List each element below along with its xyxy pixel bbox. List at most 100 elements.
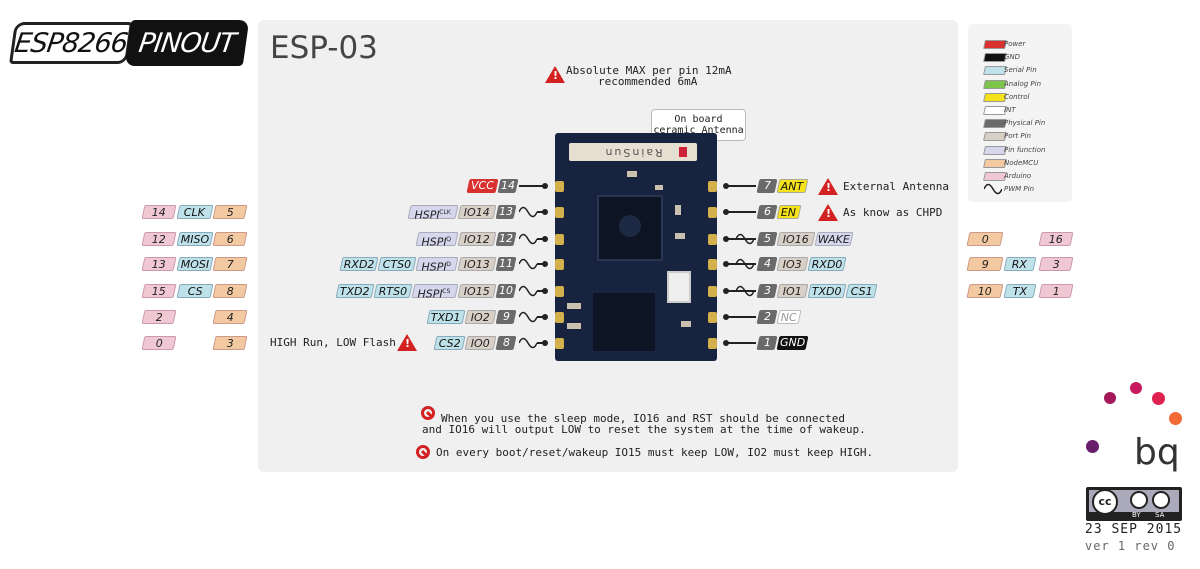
left-tag-11-cts0: CTS0 (377, 257, 417, 271)
right-tag-3-cs1-text: CS1 (850, 285, 873, 298)
left-tag-13-io14: IO14 (457, 205, 497, 219)
right-tag-3-io1: IO1 (776, 284, 809, 298)
left-tag-13-hspi-sup: CLK (438, 209, 452, 216)
antenna-note-line2: ceramic Antenna (653, 125, 744, 136)
physical-pin-10: 10 (495, 284, 517, 298)
smd-5 (567, 303, 581, 309)
left-tag-13-hspi: HSPICLK (407, 205, 459, 222)
cc-license-badge: cc BY SA (1086, 487, 1182, 521)
right-pad-1 (708, 338, 717, 349)
left-tag-11-hspi: HSPID (415, 257, 459, 274)
physical-pin-14-text: 14 (501, 179, 515, 192)
right-tag-7-ant: ANT (776, 179, 809, 193)
left-tag-12-io12: IO12 (457, 232, 497, 246)
warning-icon (818, 204, 838, 221)
left-tag-8-io0-text: IO0 (470, 337, 490, 350)
nodemcu-pin-10: 10 (966, 284, 1004, 298)
right-lead-2 (728, 316, 756, 318)
arduino-pin-2-text: 2 (155, 311, 163, 324)
right-tag-2-nc: NC (776, 310, 802, 324)
nodemcu-pin-6-text: 6 (226, 233, 234, 246)
bq-dot-4 (1169, 412, 1182, 425)
right-pad-6 (708, 207, 717, 218)
smd-4 (675, 233, 685, 239)
physical-pin-14: 14 (497, 179, 519, 193)
physical-pin-10-text: 10 (499, 284, 513, 297)
pwm-icon (519, 258, 537, 270)
physical-pin-6-text: 6 (763, 205, 771, 218)
arduino-pin-14-text: 14 (151, 206, 166, 219)
right-pin-dot-6 (723, 209, 729, 215)
left-tag-11-rxd2: RXD2 (339, 257, 379, 271)
right-tag-2-nc-text: NC (780, 311, 797, 324)
arduino-pin-2: 2 (141, 310, 177, 324)
physical-pin-8: 8 (495, 336, 517, 350)
cc-by-label: BY (1132, 511, 1141, 519)
arduino-pin-12-text: 12 (151, 233, 166, 246)
ceramic-antenna: RainSun (569, 143, 697, 161)
pwm-legend-icon (984, 183, 1002, 195)
left-tag-11-hspi-sup: D (445, 261, 453, 268)
right-pad-3 (708, 286, 717, 297)
right-pin-dot-5 (723, 236, 729, 242)
arduino-pin-1: 1 (1038, 284, 1074, 298)
left-pad-10 (555, 286, 564, 297)
left-lead-10 (537, 290, 543, 292)
max-note-line1: Absolute MAX per pin 12mA (566, 64, 732, 77)
right-tag-6-en-text: EN (781, 206, 797, 219)
left-tag-9-txd1: TXD1 (426, 310, 466, 324)
legend-label-control: Control (1004, 92, 1030, 101)
right-tag-1-gnd-text: GND (779, 336, 806, 349)
crystal (667, 271, 691, 303)
physical-pin-1: 1 (756, 336, 778, 350)
left-tag-14-vcc-text: VCC (471, 179, 494, 192)
arduino-pin-14: 14 (141, 205, 177, 219)
left-tag-10-hspi: HSPICS (411, 284, 459, 301)
bq-dot-3 (1152, 392, 1165, 405)
right-lead-7 (728, 185, 756, 187)
spi-func-miso-text: MISO (180, 233, 209, 246)
right-tag-5-wake-text: WAKE (817, 233, 850, 246)
left-tag-8-io0: IO0 (464, 336, 497, 350)
left-lead-9 (537, 316, 543, 318)
smd-2 (655, 185, 663, 190)
serial-func-rx-text: RX (1012, 258, 1028, 271)
left-tag-13-hspi-text: HSPICLK (414, 206, 451, 223)
spi-func-miso: MISO (176, 232, 214, 246)
logo-right-text: PINOUT (136, 27, 238, 59)
arduino-pin-15-text: 15 (151, 285, 166, 298)
arduino-pin-16: 16 (1038, 232, 1074, 246)
physical-pin-8-text: 8 (502, 336, 510, 349)
spi-func-cs-text: CS (187, 285, 203, 298)
smd-7 (681, 321, 691, 327)
left-tag-12-io12-text: IO12 (463, 233, 490, 246)
right-tag-4-io3-text: IO3 (782, 258, 802, 271)
pwm-icon (736, 285, 754, 297)
spi-func-clk-text: CLK (184, 206, 206, 219)
left-pin-dot-8 (542, 340, 548, 346)
arduino-pin-12: 12 (141, 232, 177, 246)
physical-pin-7-text: 7 (763, 179, 771, 192)
nodemcu-pin-5-text: 5 (226, 206, 234, 219)
right-pin-dot-3 (723, 288, 729, 294)
arduino-pin-13-text: 13 (151, 258, 166, 271)
physical-pin-3-text: 3 (763, 284, 771, 297)
left-tag-10-txd2: TXD2 (335, 284, 375, 298)
right-tag-3-txd0: TXD0 (807, 284, 847, 298)
left-tag-12-hspi-sup: Q (445, 236, 453, 243)
left-pin-dot-14 (542, 183, 548, 189)
flash-chip (593, 293, 655, 351)
left-lead-8 (537, 342, 543, 344)
warning-icon (545, 66, 565, 83)
boot-note: On every boot/reset/wakeup IO15 must kee… (436, 446, 874, 459)
antenna-chip-label: RainSun (603, 146, 663, 159)
right-pin-dot-4 (723, 261, 729, 267)
left-tag-8-cs2-text: CS2 (438, 337, 461, 350)
right-tag-4-rxd0: RXD0 (807, 257, 847, 271)
physical-pin-6: 6 (756, 205, 778, 219)
left-pad-12 (555, 234, 564, 245)
esp8266-chip (597, 195, 663, 261)
bq-dot-2 (1104, 392, 1116, 404)
antenna-marker (679, 147, 687, 157)
nodemcu-pin-8: 8 (212, 284, 248, 298)
